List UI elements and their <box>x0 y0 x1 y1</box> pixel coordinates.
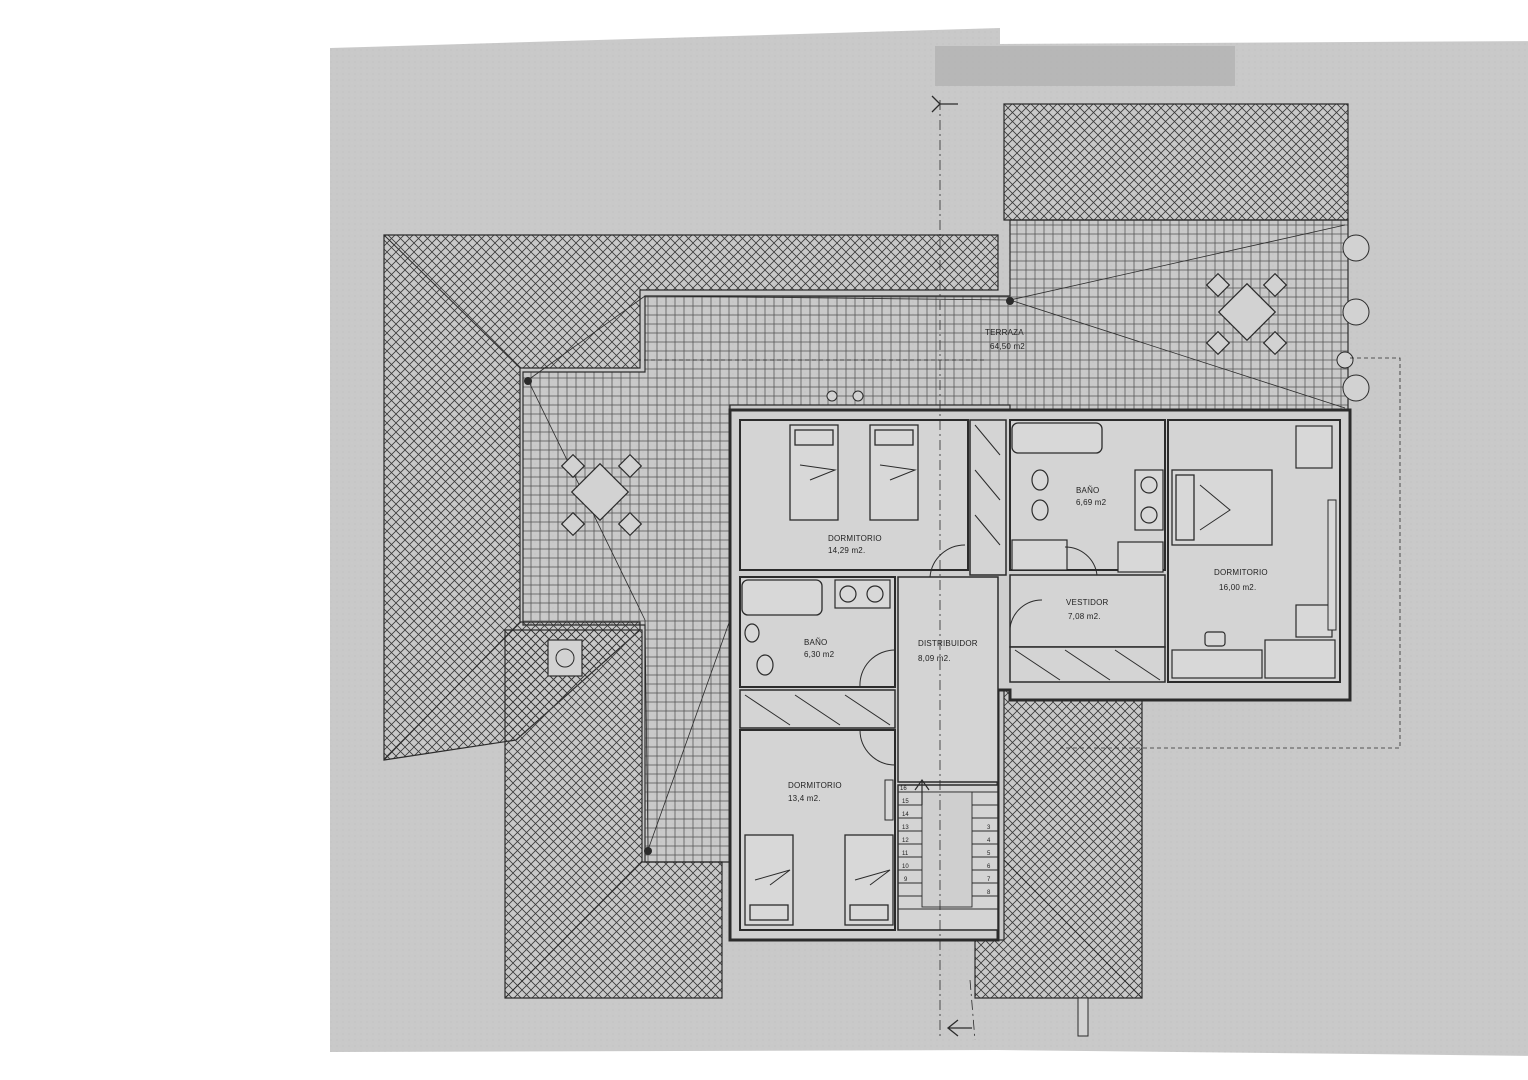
room-name: TERRAZA <box>985 328 1024 337</box>
house-interior <box>728 408 1352 942</box>
room-area: 64,50 m2 <box>990 342 1025 351</box>
stair-step-number: 14 <box>902 812 909 818</box>
stair-treads <box>898 791 998 910</box>
stair-step-number: 7 <box>987 877 991 883</box>
room-name: BAÑO <box>1076 486 1099 495</box>
bed-sheet-folds <box>754 464 1231 886</box>
plant-icon <box>1336 234 1370 402</box>
corner-drain-icon <box>644 847 652 855</box>
wardrobe-block <box>969 419 1007 576</box>
sink-icon <box>834 469 1164 609</box>
window-frame <box>1327 499 1337 631</box>
room-dormitorio-1 <box>739 419 969 571</box>
roof-hips <box>383 234 1143 999</box>
planter-icon <box>826 390 864 402</box>
room-area: 14,29 m2. <box>828 546 865 555</box>
stair-step-number: 9 <box>904 877 908 883</box>
room-name: DISTRIBUIDOR <box>918 639 978 648</box>
door-swings <box>859 544 1098 766</box>
stair-arrow-icon <box>914 778 930 805</box>
closet-doors <box>744 424 1161 726</box>
toilet-icon <box>744 469 1049 676</box>
room-area: 7,08 m2. <box>1068 612 1101 621</box>
room-area: 13,4 m2. <box>788 794 821 803</box>
stair-step-number: 13 <box>902 825 909 831</box>
stair-step-number: 11 <box>902 851 909 857</box>
stair-step-number: 12 <box>902 838 909 844</box>
section-arrow-icon <box>931 95 958 113</box>
room-name: BAÑO <box>804 638 827 647</box>
room-area: 8,09 m2. <box>918 654 951 663</box>
stair-step-number: 6 <box>987 864 991 870</box>
stair-step-number: 8 <box>987 890 991 896</box>
section-arrow-icon <box>946 1019 972 1037</box>
copy-smudge <box>935 46 1235 86</box>
section-line <box>939 100 976 1041</box>
room-name: DORMITORIO <box>788 781 842 790</box>
master-furniture <box>1171 425 1336 679</box>
table-chairs-icon <box>560 453 643 537</box>
bathtub-icon <box>741 422 1103 616</box>
room-name: DORMITORIO <box>828 534 882 543</box>
room-labels: TERRAZA 64,50 m2 DORMITORIO 14,29 m2. BA… <box>788 328 1268 803</box>
stair-step-number: 16 <box>900 786 907 792</box>
roof-north-terrace <box>1003 103 1349 221</box>
room-area: 6,69 m2 <box>1076 498 1107 507</box>
room-vestidor <box>1009 574 1166 648</box>
stair-step-number: 4 <box>987 838 991 844</box>
stair-step-number: 10 <box>902 864 909 870</box>
corner-drain-icon <box>524 377 532 385</box>
room-area: 16,00 m2. <box>1219 583 1256 592</box>
stair-step-number: 5 <box>987 851 991 857</box>
stair-step-numbers: 16 15 14 13 12 11 10 9 3 4 5 6 7 8 <box>900 786 991 896</box>
corner-drain-icon <box>1006 297 1014 305</box>
shower-tray <box>1011 539 1164 573</box>
room-distribuidor <box>897 576 999 783</box>
roof-west <box>383 234 999 761</box>
stair-step-number: 15 <box>902 799 909 805</box>
chimney-post <box>1077 997 1089 1037</box>
room-name: VESTIDOR <box>1066 598 1109 607</box>
closet-row <box>739 689 896 729</box>
sliding-door <box>884 779 894 821</box>
lower-floor-outline <box>639 350 1401 749</box>
stair-step-number: 3 <box>987 825 991 831</box>
chimney-icon <box>547 639 583 677</box>
table-chairs-icon <box>1205 272 1288 356</box>
room-name: DORMITORIO <box>1214 568 1268 577</box>
room-area: 6,30 m2 <box>804 650 835 659</box>
